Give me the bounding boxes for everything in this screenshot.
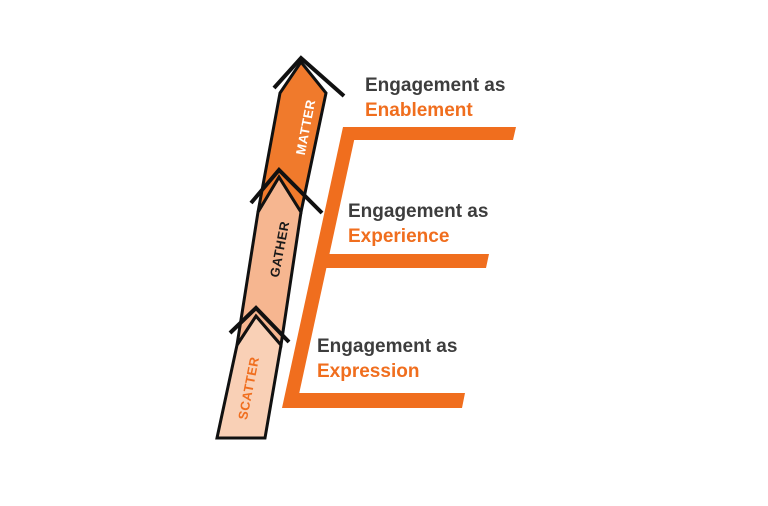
caption-experience: Engagement as Experience [348,201,488,247]
caption-experience-line1: Engagement as [348,201,488,222]
stage-arrow [215,55,346,440]
stage-matter-segment [256,59,328,216]
e-bar-bottom [285,393,465,408]
e-bar-middle [314,254,489,268]
arrowhead-icon [272,55,346,98]
caption-enablement-line1: Engagement as [365,75,505,96]
caption-enablement: Engagement as Enablement [365,75,505,121]
orange-e-shape [282,127,516,408]
caption-expression-line1: Engagement as [317,336,457,357]
e-bar-top [341,127,516,140]
caption-expression-line2: Expression [317,361,419,382]
caption-enablement-line2: Enablement [365,100,473,121]
caption-expression: Engagement as Expression [317,336,457,382]
chevron-gather-icon [228,305,291,344]
chevron-matter-icon [249,167,324,215]
caption-experience-line2: Experience [348,226,449,247]
